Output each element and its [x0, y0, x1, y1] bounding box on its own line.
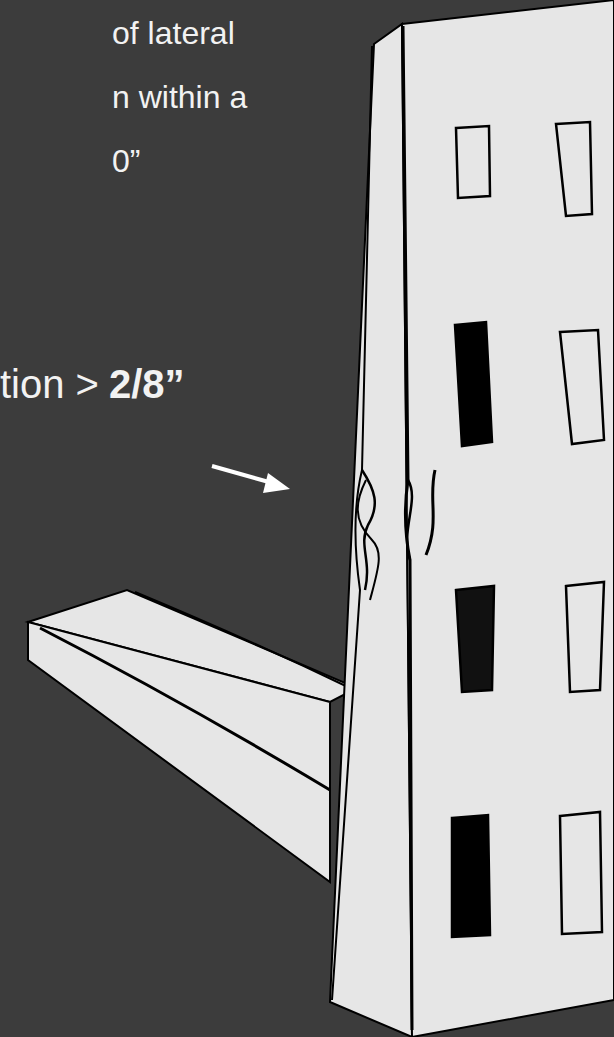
building-front — [402, 0, 614, 1037]
building-corner — [403, 26, 412, 1030]
building-side-edge — [332, 46, 372, 1000]
note-text: of lateral — [112, 16, 235, 51]
windows — [452, 122, 604, 937]
arrow-head — [263, 473, 290, 493]
building-side — [330, 24, 412, 1037]
crack — [426, 470, 435, 555]
slab-edge — [135, 592, 350, 688]
dimension-value: 2/8” — [109, 362, 185, 406]
crack — [407, 480, 412, 560]
crack — [358, 480, 379, 600]
note-text: tion > — [0, 362, 99, 406]
note-text: 0” — [112, 144, 140, 179]
slab-front — [28, 622, 330, 882]
slab-shade — [40, 628, 330, 790]
note-text: n within a — [112, 80, 247, 115]
